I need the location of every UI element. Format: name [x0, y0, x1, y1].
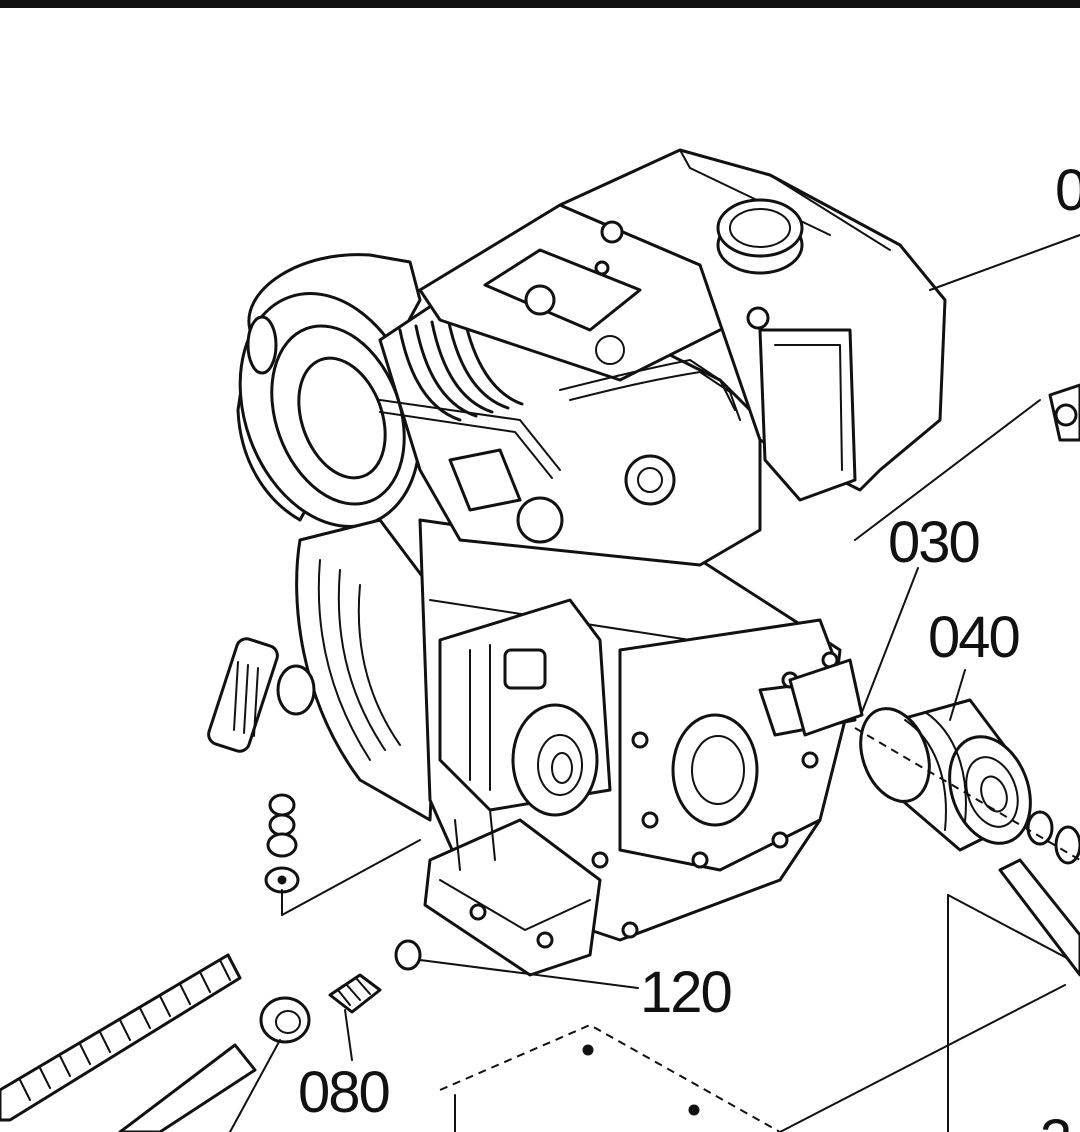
callout-top-right: 0 [1055, 158, 1080, 223]
callout-bottom-right: 3 [1040, 1108, 1070, 1132]
part-top-right-washer [1048, 383, 1080, 442]
callout-080: 080 [298, 1060, 389, 1125]
washer-and-nut [1026, 810, 1080, 865]
hose-clamp [259, 996, 311, 1044]
pulley-040 [859, 698, 1032, 852]
base-plate [439, 1023, 781, 1132]
drain-plug-080 [328, 973, 382, 1014]
o-ring-120 [394, 939, 422, 971]
engine-assembly [207, 148, 947, 977]
hose [118, 1043, 257, 1132]
leader-lines [229, 234, 1080, 1132]
callout-040: 040 [928, 605, 1019, 670]
callout-120: 120 [640, 960, 731, 1025]
shaft-dashed-line [854, 727, 1080, 861]
nut-washer-stack [264, 793, 300, 894]
callout-030: 030 [888, 510, 979, 575]
frame-bottom-right [779, 858, 1080, 1132]
spring-rod [0, 953, 242, 1122]
top-frame-bar [0, 0, 1080, 8]
